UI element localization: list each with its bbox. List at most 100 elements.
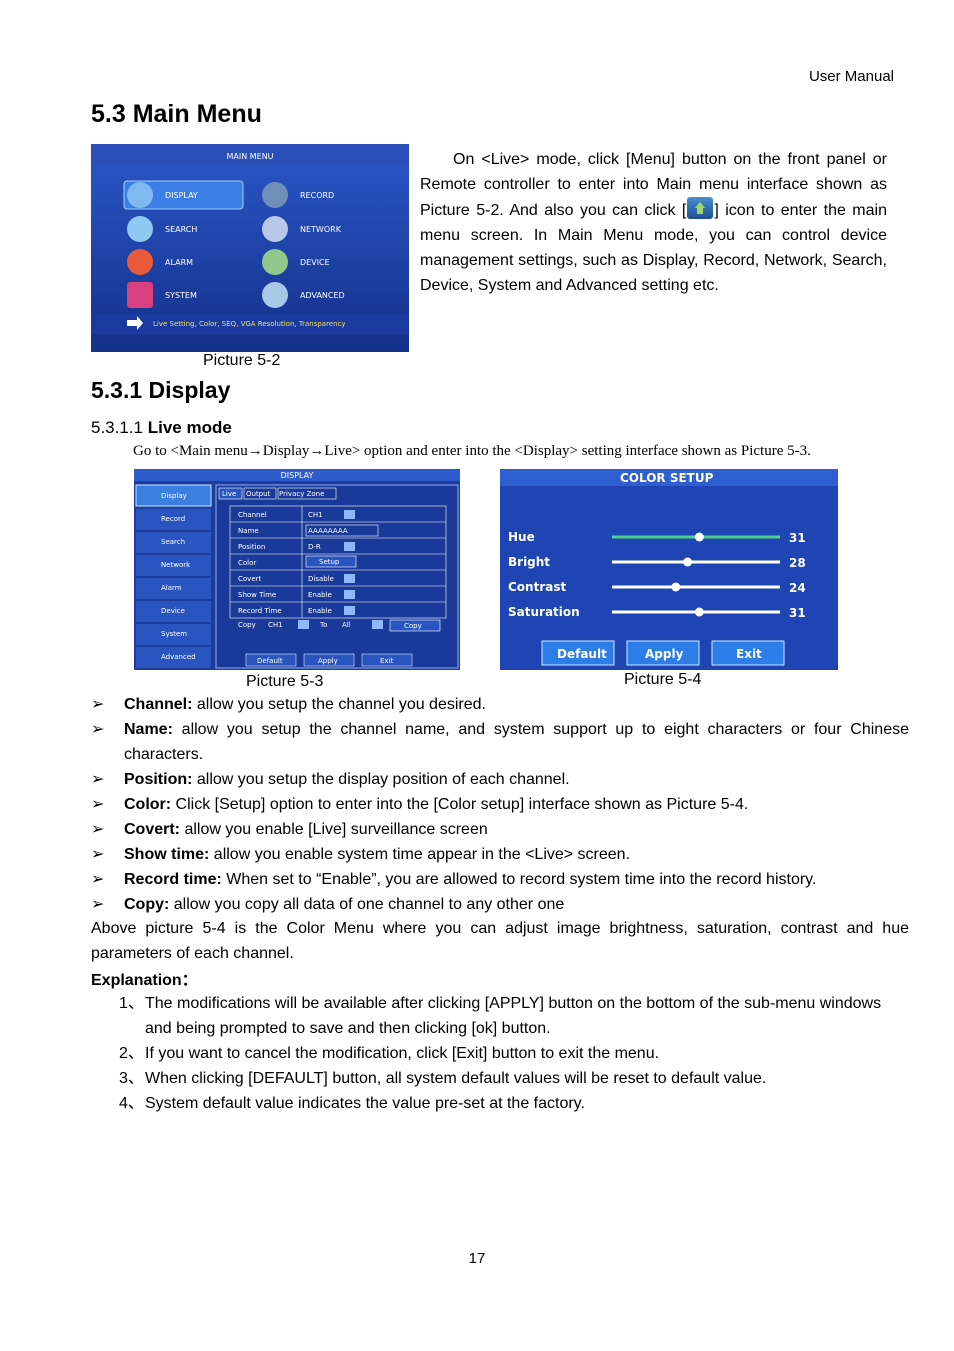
page-number: 17 <box>468 1250 486 1267</box>
explanation-title: Explanation： <box>91 972 198 989</box>
menu-item-network: NETWORK <box>300 225 342 234</box>
color-setup-title: COLOR SETUP <box>620 471 714 485</box>
bullet-text: When set to “Enable”, you are allowed to… <box>221 871 817 888</box>
display-apply-button: Apply <box>318 657 338 665</box>
bullet-text: allow you setup the channel name, and sy… <box>124 721 909 763</box>
main-menu-graphic: MAIN MENU DISPLAY RECORD SEARCH NETWORK … <box>91 144 409 352</box>
tab-live: Live <box>222 490 236 498</box>
section-title: 5.3 Main Menu <box>91 100 262 128</box>
row-label-covert: Covert <box>238 575 261 583</box>
chevron-down-icon <box>344 574 355 583</box>
slider-handle <box>671 582 681 592</box>
bullet-arrow-icon: ➢ <box>91 871 105 888</box>
menu-item-record: RECORD <box>300 191 334 200</box>
bullet-term: Position: <box>124 771 193 788</box>
side-item-system: System <box>161 630 187 638</box>
row-label-position: Position <box>238 543 265 551</box>
display-title: DISPLAY <box>281 471 314 480</box>
main-menu-title: MAIN MENU <box>226 152 273 161</box>
side-item-advanced: Advanced <box>161 653 196 661</box>
explanation-number: 3、 <box>119 1070 144 1087</box>
explanation-item: 4、System default value indicates the val… <box>119 1091 909 1116</box>
tab-output: Output <box>246 490 271 498</box>
slider-value: 31 <box>789 606 806 620</box>
slider-label: Saturation <box>508 605 580 619</box>
slider-value: 28 <box>789 556 806 570</box>
side-item-search: Search <box>161 538 185 546</box>
search-icon <box>127 216 153 242</box>
bullet-text: allow you enable system time appear in t… <box>209 846 631 863</box>
bullet-text: allow you copy all data of one channel t… <box>169 896 565 913</box>
bullet-copy: ➢Copy: allow you copy all data of one ch… <box>91 892 909 917</box>
bullet-position: ➢ Position: allow you setup the display p… <box>91 767 909 792</box>
chevron-down-icon <box>298 620 309 629</box>
row-label-color: Color <box>238 559 256 567</box>
slider-label: Hue <box>508 530 535 544</box>
row-value-position: D-R <box>308 543 321 551</box>
caption-picture-5-2: Picture 5-2 <box>203 352 281 369</box>
slider-value: 31 <box>789 531 806 545</box>
main-menu-icons <box>127 182 288 308</box>
slider-value: 24 <box>789 581 806 595</box>
row-label-channel: Channel <box>238 511 267 519</box>
explanation-number: 2、 <box>119 1045 144 1062</box>
bullet-term: Record time: <box>124 871 222 888</box>
bullet-show-time: ➢Show time: allow you enable system time… <box>91 842 909 867</box>
copy-from-value: CH1 <box>268 621 283 629</box>
menu-item-search: SEARCH <box>165 225 197 234</box>
intro-paragraph: On <Live> mode, click [Menu] button on t… <box>420 147 887 298</box>
bullet-color: ➢Color: Click [Setup] option to enter in… <box>91 792 909 817</box>
slider-label: Bright <box>508 555 550 569</box>
field-descriptions: ➢ Channel: allow you setup the channel yo… <box>91 692 909 917</box>
slider-handle <box>694 532 704 542</box>
bullet-term: Covert: <box>124 821 181 838</box>
caption-picture-5-4: Picture 5-4 <box>624 671 702 688</box>
bullet-term: Show time: <box>124 846 210 863</box>
slider-handle <box>694 607 704 617</box>
bullet-term: Channel: <box>124 696 193 713</box>
copy-button: Copy <box>404 622 422 630</box>
bullet-channel: ➢ Channel: allow you setup the channel yo… <box>91 692 909 717</box>
bullet-text: allow you enable [Live] surveillance scr… <box>180 821 488 838</box>
copy-to-value: All <box>342 621 351 629</box>
bullet-arrow-icon: ➢ <box>91 771 105 788</box>
home-icon <box>687 197 714 219</box>
side-item-display: Display <box>161 492 187 500</box>
explanation-item: 1、The modifications will be available af… <box>119 991 909 1041</box>
chevron-down-icon <box>344 542 355 551</box>
menu-item-display: DISPLAY <box>165 191 198 200</box>
color-apply-button: Apply <box>645 647 684 661</box>
bullet-text: allow you setup the display position of … <box>192 771 570 788</box>
menu-item-alarm: ALARM <box>165 258 193 267</box>
copy-label: Copy <box>238 621 256 629</box>
explanation-item: 3、When clicking [DEFAULT] button, all sy… <box>119 1066 909 1091</box>
display-sidebar: Display Record Search Network Alarm Devi… <box>135 484 212 668</box>
bullet-record-time: ➢ Record time: When set to “Enable”, you … <box>91 867 909 892</box>
record-icon <box>262 182 288 208</box>
subsubsection-name: Live mode <box>147 418 232 437</box>
bullet-arrow-icon: ➢ <box>91 696 105 713</box>
goto-instruction: Go to <Main menu→Display→Live> option an… <box>133 443 811 459</box>
side-item-network: Network <box>161 561 191 569</box>
display-default-button: Default <box>257 657 283 665</box>
display-screenshot: DISPLAY Display Record Search Network Al… <box>134 469 460 670</box>
explanation-item: 2、If you want to cancel the modification… <box>119 1041 909 1066</box>
color-menu-paragraph: Above picture 5-4 is the Color Menu wher… <box>91 920 909 962</box>
chevron-down-icon <box>344 590 355 599</box>
row-value-record-time: Enable <box>308 607 332 615</box>
display-icon <box>127 182 153 208</box>
bullet-text: allow you setup the channel you desired. <box>192 696 486 713</box>
subsubsection-number: 5.3.1.1 <box>91 418 148 437</box>
slider-label: Contrast <box>508 580 566 594</box>
display-graphic: DISPLAY Display Record Search Network Al… <box>134 469 460 670</box>
row-value-color: Setup <box>319 558 340 566</box>
device-icon <box>262 249 288 275</box>
alarm-icon <box>127 249 153 275</box>
intro-text-1: On <Live> mode, click [Menu] button on t… <box>420 151 887 219</box>
explanation-number: 1、 <box>119 995 144 1012</box>
row-value-show-time: Enable <box>308 591 332 599</box>
explanation-text: System default value indicates the value… <box>145 1095 585 1112</box>
tab-privacy-zone: Privacy Zone <box>279 490 324 498</box>
bullet-text: Click [Setup] option to enter into the [… <box>171 796 749 813</box>
